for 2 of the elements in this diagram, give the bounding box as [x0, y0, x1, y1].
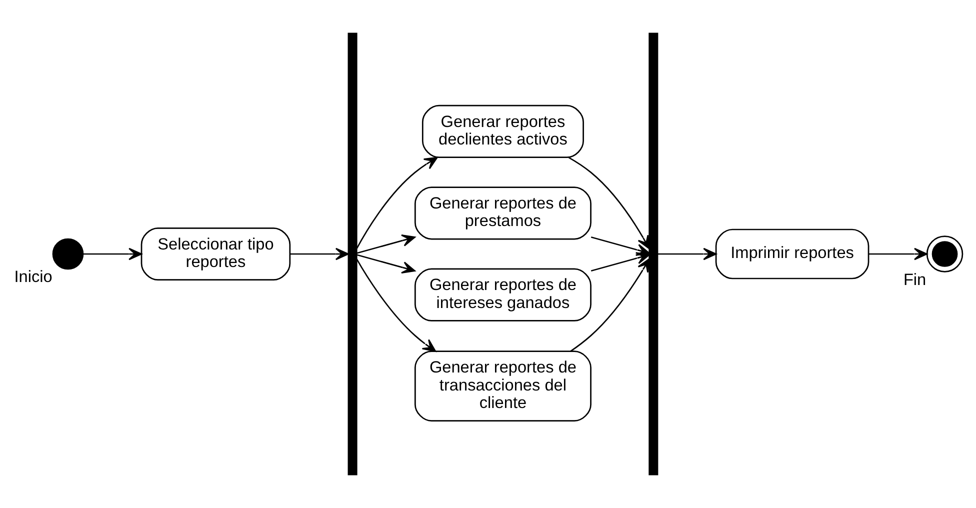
node-label: Fin: [903, 270, 926, 289]
node-label: Inicio: [14, 268, 52, 286]
